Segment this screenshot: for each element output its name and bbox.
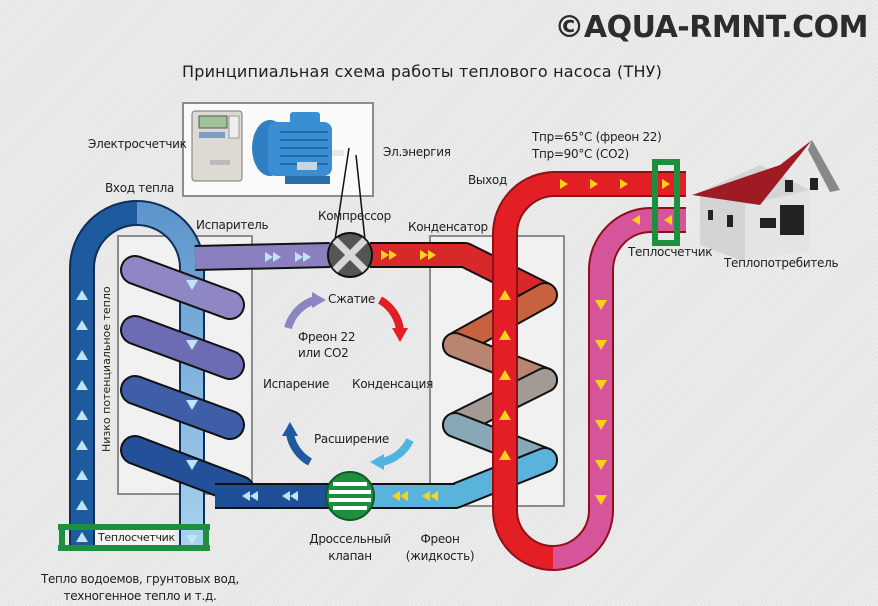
- cycle-evaporation-label: Испарение: [263, 377, 330, 391]
- throttle-valve-label-line2: клапан: [328, 549, 372, 563]
- freon-liquid-label-line2: (жидкость): [405, 549, 475, 563]
- cycle-refrigerant-label-line2: или CO2: [298, 346, 349, 360]
- heat-meter-left-label: Теплосчетчик: [98, 531, 175, 544]
- temperature-freon-label: Tпр=65°C (фреон 22): [532, 130, 662, 144]
- electric-meter-label: Электросчетчик: [88, 137, 187, 151]
- throttle-valve-icon: [325, 471, 375, 521]
- heat-sources-label-line2: техногенное тепло и т.д.: [63, 589, 217, 603]
- compressor-icon: [327, 232, 373, 278]
- electric-energy-label: Эл.энергия: [383, 145, 451, 159]
- heat-sources-label-line1: Тепло водоемов, грунтовых вод,: [40, 572, 240, 586]
- heat-meter-left: [58, 524, 210, 551]
- return-water-pipe: [552, 209, 686, 569]
- cycle-expansion-label: Расширение: [314, 432, 389, 446]
- cycle-arrow-evaporation: [286, 433, 313, 466]
- freon-liquid-label-line1: Фреон: [420, 532, 460, 546]
- evaporator-label: Испаритель: [196, 218, 269, 232]
- temperature-co2-label: Tпр=90°C (CO2): [532, 147, 629, 161]
- electric-meter-icon: [191, 110, 243, 182]
- cycle-compression-label: Сжатие: [328, 292, 375, 306]
- cycle-arrow-condensation: [377, 296, 404, 331]
- cycle-arrow-compression: [284, 296, 317, 330]
- cycle-condensation-label: Конденсация: [352, 377, 434, 391]
- flow-arrows-hot: [381, 179, 672, 505]
- diagram-title: Принципиальная схема работы теплового на…: [182, 62, 663, 81]
- heat-input-label: Вход тепла: [105, 181, 175, 195]
- heat-consumer-label: Теплопотребитель: [724, 256, 839, 270]
- cycle-refrigerant-label-line1: Фреон 22: [298, 330, 356, 344]
- condenser-label: Конденсатор: [408, 220, 488, 234]
- compressor-label: Компрессор: [318, 209, 391, 223]
- electric-motor-icon: [252, 112, 344, 184]
- throttle-valve-label-line1: Дроссельный: [309, 532, 391, 546]
- flow-arrows-cold: [76, 252, 311, 545]
- output-label: Выход: [468, 173, 507, 187]
- low-potential-heat-label: Низко потенциальное тепло: [100, 286, 113, 452]
- watermark: ©AQUA-RMNT.COM: [554, 10, 868, 45]
- heat-meter-right-label: Теплосчетчик: [628, 245, 713, 259]
- cycle-arrow-expansion: [380, 438, 414, 466]
- drive-belt: [334, 147, 366, 241]
- evaporator-coil: [120, 255, 255, 505]
- heat-meter-right: [652, 159, 680, 246]
- house-icon: [692, 140, 840, 262]
